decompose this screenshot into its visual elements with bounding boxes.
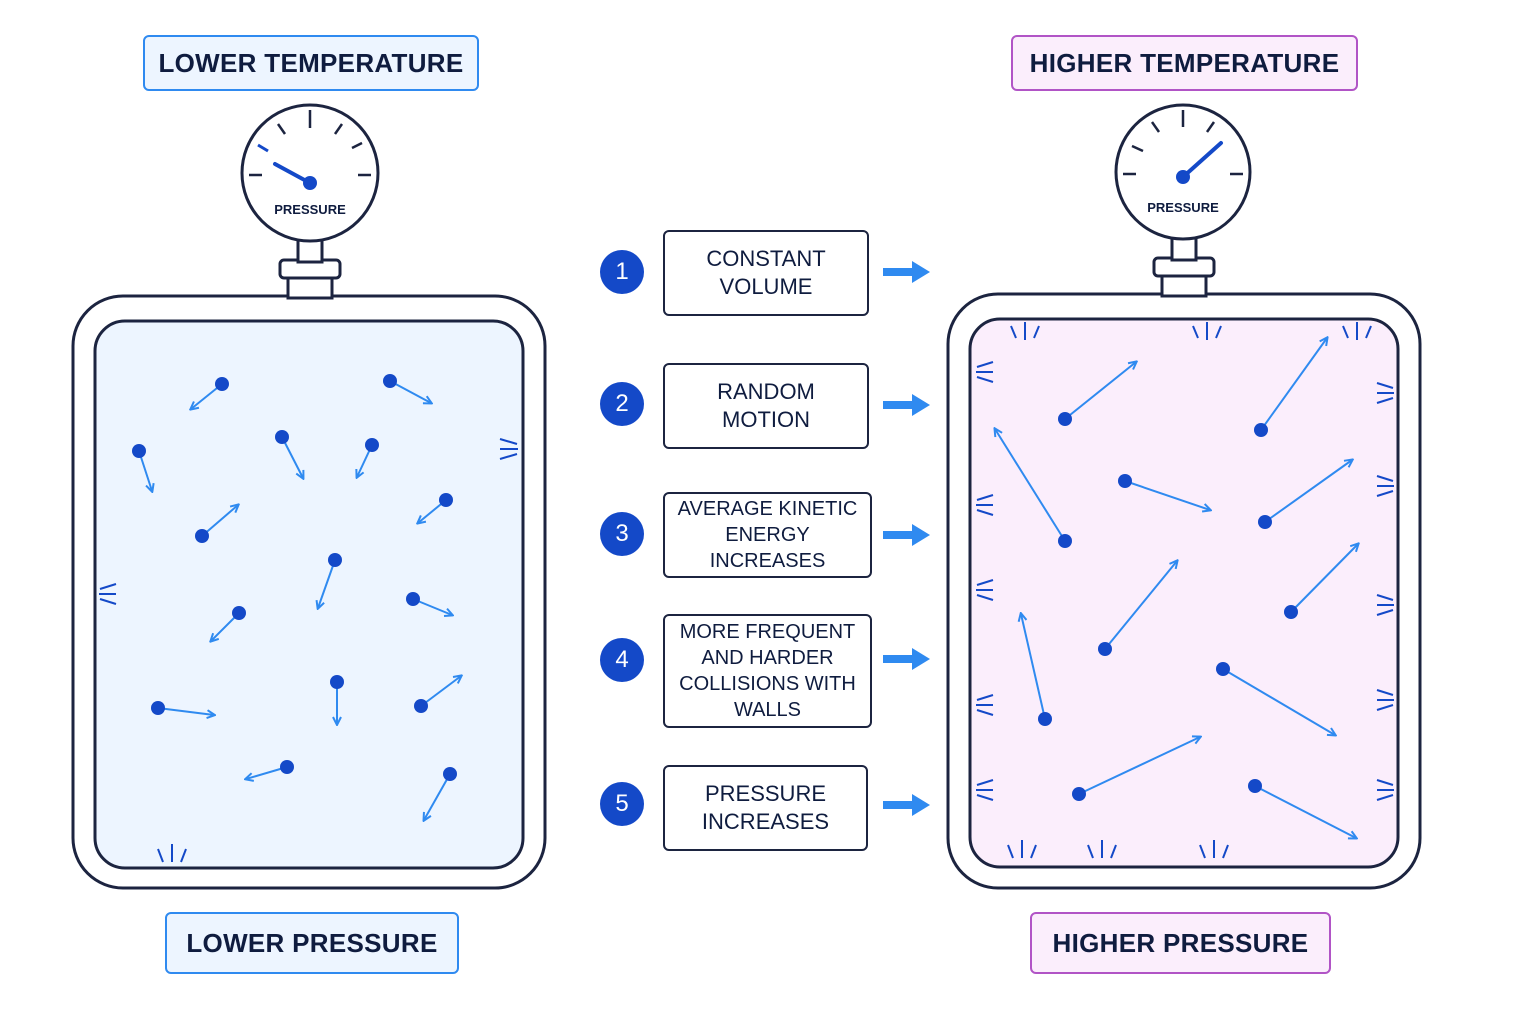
step-number-3: 3 [600, 512, 644, 556]
step-arrow-3 [883, 524, 930, 546]
step-box-3: AVERAGE KINETIC ENERGY INCREASES [663, 492, 872, 578]
left-wall-impacts [99, 438, 518, 863]
lower-pressure-label: LOWER PRESSURE [165, 912, 459, 974]
step-box-1: CONSTANT VOLUME [663, 230, 869, 316]
step-number-4: 4 [600, 638, 644, 682]
lower-temperature-label: LOWER TEMPERATURE [143, 35, 479, 91]
step-arrows [883, 261, 930, 816]
step-box-5: PRESSURE INCREASES [663, 765, 868, 851]
right-wall-impacts [976, 322, 1394, 859]
step-box-2: RANDOM MOTION [663, 363, 869, 449]
left-container [71, 238, 547, 890]
step-arrow-2 [883, 394, 930, 416]
step-number-5: 5 [600, 782, 644, 826]
right-gauge-label: PRESSURE [1147, 200, 1219, 215]
step-arrow-1 [883, 261, 930, 283]
right-container [946, 236, 1422, 890]
step-arrow-4 [883, 648, 930, 670]
left-gauge-label: PRESSURE [274, 202, 346, 217]
right-molecules [995, 338, 1358, 838]
step-box-4: MORE FREQUENT AND HARDER COLLISIONS WITH… [663, 614, 872, 728]
left-pressure-gauge [240, 103, 380, 243]
right-pressure-gauge [1114, 103, 1252, 241]
higher-temperature-label: HIGHER TEMPERATURE [1011, 35, 1358, 91]
step-number-1: 1 [600, 250, 644, 294]
higher-pressure-label: HIGHER PRESSURE [1030, 912, 1331, 974]
left-molecules [132, 374, 461, 820]
step-number-2: 2 [600, 382, 644, 426]
step-arrow-5 [883, 794, 930, 816]
